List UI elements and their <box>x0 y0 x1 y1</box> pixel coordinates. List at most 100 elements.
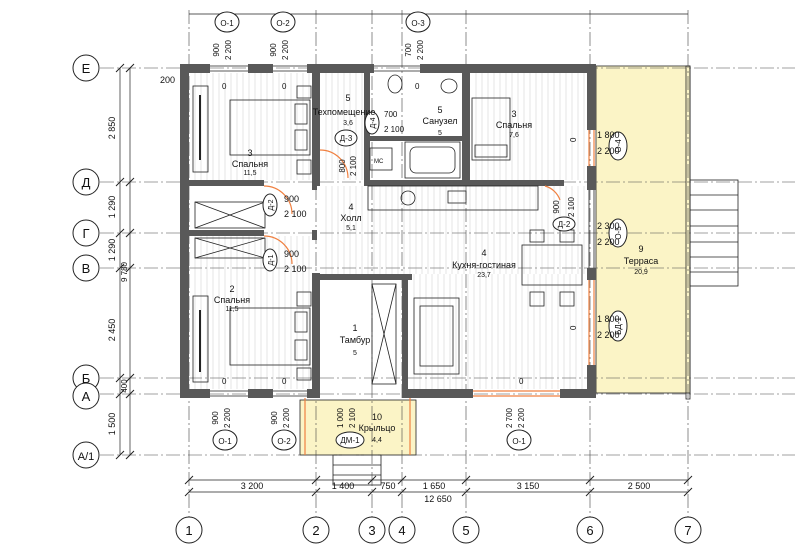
svg-text:Санузел: Санузел <box>422 116 457 126</box>
dimension-ticks <box>115 63 693 497</box>
dim-left-4: 2 450 <box>107 319 117 342</box>
svg-text:2: 2 <box>229 284 234 294</box>
mark-d2-right: Д-2 <box>558 220 571 229</box>
svg-text:2 100: 2 100 <box>384 125 405 134</box>
mark-o1-kitchen: О-1 <box>512 437 526 446</box>
svg-text:900: 900 <box>270 411 279 425</box>
svg-text:5: 5 <box>353 350 357 357</box>
svg-text:11,5: 11,5 <box>243 170 256 177</box>
room-bedroom-small: 3 Спальня 7,6 <box>496 109 532 139</box>
svg-text:700: 700 <box>384 110 398 119</box>
svg-text:2 200: 2 200 <box>517 407 526 428</box>
svg-text:2 200: 2 200 <box>597 146 620 156</box>
svg-text:Спальня: Спальня <box>214 295 250 305</box>
svg-text:0: 0 <box>569 137 578 142</box>
svg-text:0: 0 <box>282 82 287 91</box>
mark-o2-bottom: О-2 <box>277 437 291 446</box>
svg-text:900: 900 <box>211 411 220 425</box>
right-wall-marks: О-4 1 800 2 200 О-5 2 300 2 200 БД-1 1 8… <box>597 130 628 342</box>
svg-text:0: 0 <box>569 325 578 330</box>
mark-d1-left: Д-1 <box>268 254 275 265</box>
svg-text:0: 0 <box>282 377 287 386</box>
room-bath: 5 Санузел 5 <box>422 105 457 137</box>
row-label-a1: А/1 <box>78 451 95 463</box>
col-label-7: 7 <box>684 523 691 538</box>
svg-text:900: 900 <box>284 249 299 259</box>
room-labels: 3 Спальня 11,5 5 Техпомещение 3,6 5 Сану… <box>214 93 658 444</box>
svg-text:3,6: 3,6 <box>343 120 353 127</box>
mark-o5: О-5 <box>614 226 623 240</box>
dim-left-3: 1 290 <box>107 239 117 262</box>
mark-d3: Д-3 <box>340 134 353 143</box>
room-bedroom-top: 3 Спальня 11,5 <box>232 148 268 177</box>
col-label-6: 6 <box>586 523 593 538</box>
room-kitchen: 4 Кухня-гостиная 23,7 <box>452 248 516 279</box>
svg-text:2 200: 2 200 <box>416 39 425 60</box>
sill-zero-marks: 0 0 0 0 0 0 0 0 <box>222 82 578 386</box>
svg-text:5: 5 <box>437 105 442 115</box>
svg-text:2 100: 2 100 <box>349 155 358 176</box>
svg-text:2 100: 2 100 <box>284 264 307 274</box>
svg-text:0: 0 <box>415 82 420 91</box>
bottom-dim-labels: 3 200 1 400 750 1 650 3 150 2 500 12 650 <box>241 481 651 504</box>
svg-text:5: 5 <box>438 130 442 137</box>
svg-text:0: 0 <box>222 377 227 386</box>
svg-text:2 700: 2 700 <box>505 407 514 428</box>
svg-text:2 200: 2 200 <box>223 407 232 428</box>
room-porch: 10 Крыльцо 4,4 <box>359 412 396 444</box>
svg-text:900: 900 <box>552 200 561 214</box>
mark-bd1: БД-1 <box>614 317 623 335</box>
svg-text:2 200: 2 200 <box>597 330 620 340</box>
svg-text:Терраса: Терраса <box>624 256 659 266</box>
svg-text:3: 3 <box>247 148 252 158</box>
svg-text:0: 0 <box>222 82 227 91</box>
svg-text:2 200: 2 200 <box>597 237 620 247</box>
col-label-3: 3 <box>368 523 375 538</box>
svg-text:2 200: 2 200 <box>224 39 233 60</box>
svg-text:Техпомещение: Техпомещение <box>313 107 376 117</box>
dim-left-1: 2 850 <box>107 117 117 140</box>
mark-dm1: ДМ-1 <box>340 436 360 445</box>
mark-o3-top: О-3 <box>411 19 425 28</box>
svg-text:10: 10 <box>372 412 382 422</box>
svg-text:1 000: 1 000 <box>336 407 345 428</box>
col-label-1: 1 <box>185 523 192 538</box>
svg-text:5: 5 <box>345 93 350 103</box>
col-label-2: 2 <box>312 523 319 538</box>
dimension-lines <box>119 13 688 493</box>
sink-label: МС <box>374 159 384 165</box>
col-label-4: 4 <box>398 523 405 538</box>
row-bubbles: Е Д Г В Б А А/1 <box>72 54 100 469</box>
porch-steps <box>332 454 382 486</box>
svg-text:Холл: Холл <box>340 213 361 223</box>
svg-text:Спальня: Спальня <box>232 159 268 169</box>
svg-text:5,1: 5,1 <box>346 225 356 232</box>
mark-o1-bottom: О-1 <box>218 437 232 446</box>
row-label-v: В <box>82 261 91 276</box>
door-marks: Д-3 800 2 100 Д-4 700 2 100 Д-2 900 2 10… <box>262 110 576 449</box>
row-label-e: Е <box>82 61 91 76</box>
svg-text:0: 0 <box>519 377 524 386</box>
bed-1 <box>229 99 311 156</box>
dim-left-2: 1 290 <box>107 196 117 219</box>
svg-text:12 650: 12 650 <box>424 494 452 504</box>
svg-text:900: 900 <box>212 43 221 57</box>
room-vestibule: 1 Тамбур 5 <box>340 323 371 357</box>
row-label-g: Г <box>82 226 89 241</box>
svg-text:2 200: 2 200 <box>282 407 291 428</box>
room-terrace: 9 Терраса 20,9 <box>624 244 659 276</box>
svg-text:2 300: 2 300 <box>597 221 620 231</box>
svg-text:3: 3 <box>511 109 516 119</box>
svg-text:Тамбур: Тамбур <box>340 335 371 345</box>
dim-left-small: 400 <box>120 379 129 393</box>
row-label-d: Д <box>82 175 91 190</box>
svg-text:2 200: 2 200 <box>281 39 290 60</box>
svg-text:900: 900 <box>269 43 278 57</box>
windows <box>210 65 595 397</box>
column-bubbles: 1 2 3 4 5 6 7 <box>175 516 702 544</box>
svg-text:7,6: 7,6 <box>509 132 519 139</box>
door-swings <box>263 149 561 455</box>
dim-200: 200 <box>160 75 175 85</box>
mark-o1-top: О-1 <box>220 19 234 28</box>
